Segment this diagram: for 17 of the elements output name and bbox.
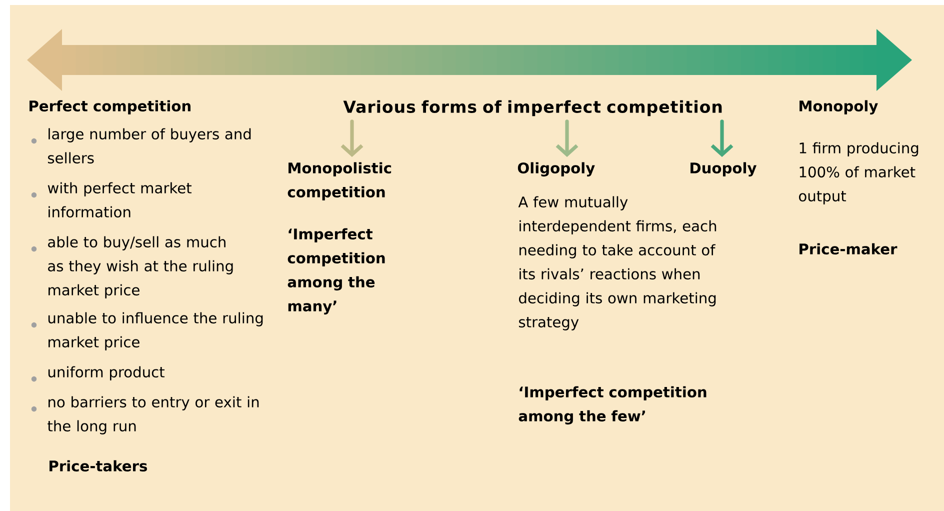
market-type-heading: Monopolistic competition bbox=[288, 162, 392, 200]
description-text: 1 firm producing 100% of market output bbox=[799, 142, 918, 204]
arrow bbox=[340, 120, 364, 157]
heading: Price-takers bbox=[50, 460, 147, 472]
heading: Various forms of imperfect competition bbox=[343, 100, 722, 116]
heading: Perfect competition bbox=[30, 100, 190, 114]
bullet-item: no barriers to entry or exit in the long run bbox=[31, 396, 259, 434]
description-text: A few mutually interdependent firms, each needing to take account of its rivals’ reactions when deciding its own marketing strategy bbox=[518, 196, 716, 330]
arrow bbox=[710, 120, 734, 157]
market-type-heading: Duopoly bbox=[690, 162, 756, 176]
heading: Monopoly bbox=[800, 100, 878, 114]
bullet-item: uniform product bbox=[31, 366, 164, 382]
quote-text: ‘Imperfect competition among the many’ bbox=[288, 228, 385, 314]
quote-text: ‘Imperfect competition among the few’ bbox=[518, 386, 706, 424]
arrow bbox=[556, 120, 578, 157]
market-type-heading: Oligopoly bbox=[518, 162, 595, 176]
heading: Price-maker bbox=[800, 243, 898, 254]
